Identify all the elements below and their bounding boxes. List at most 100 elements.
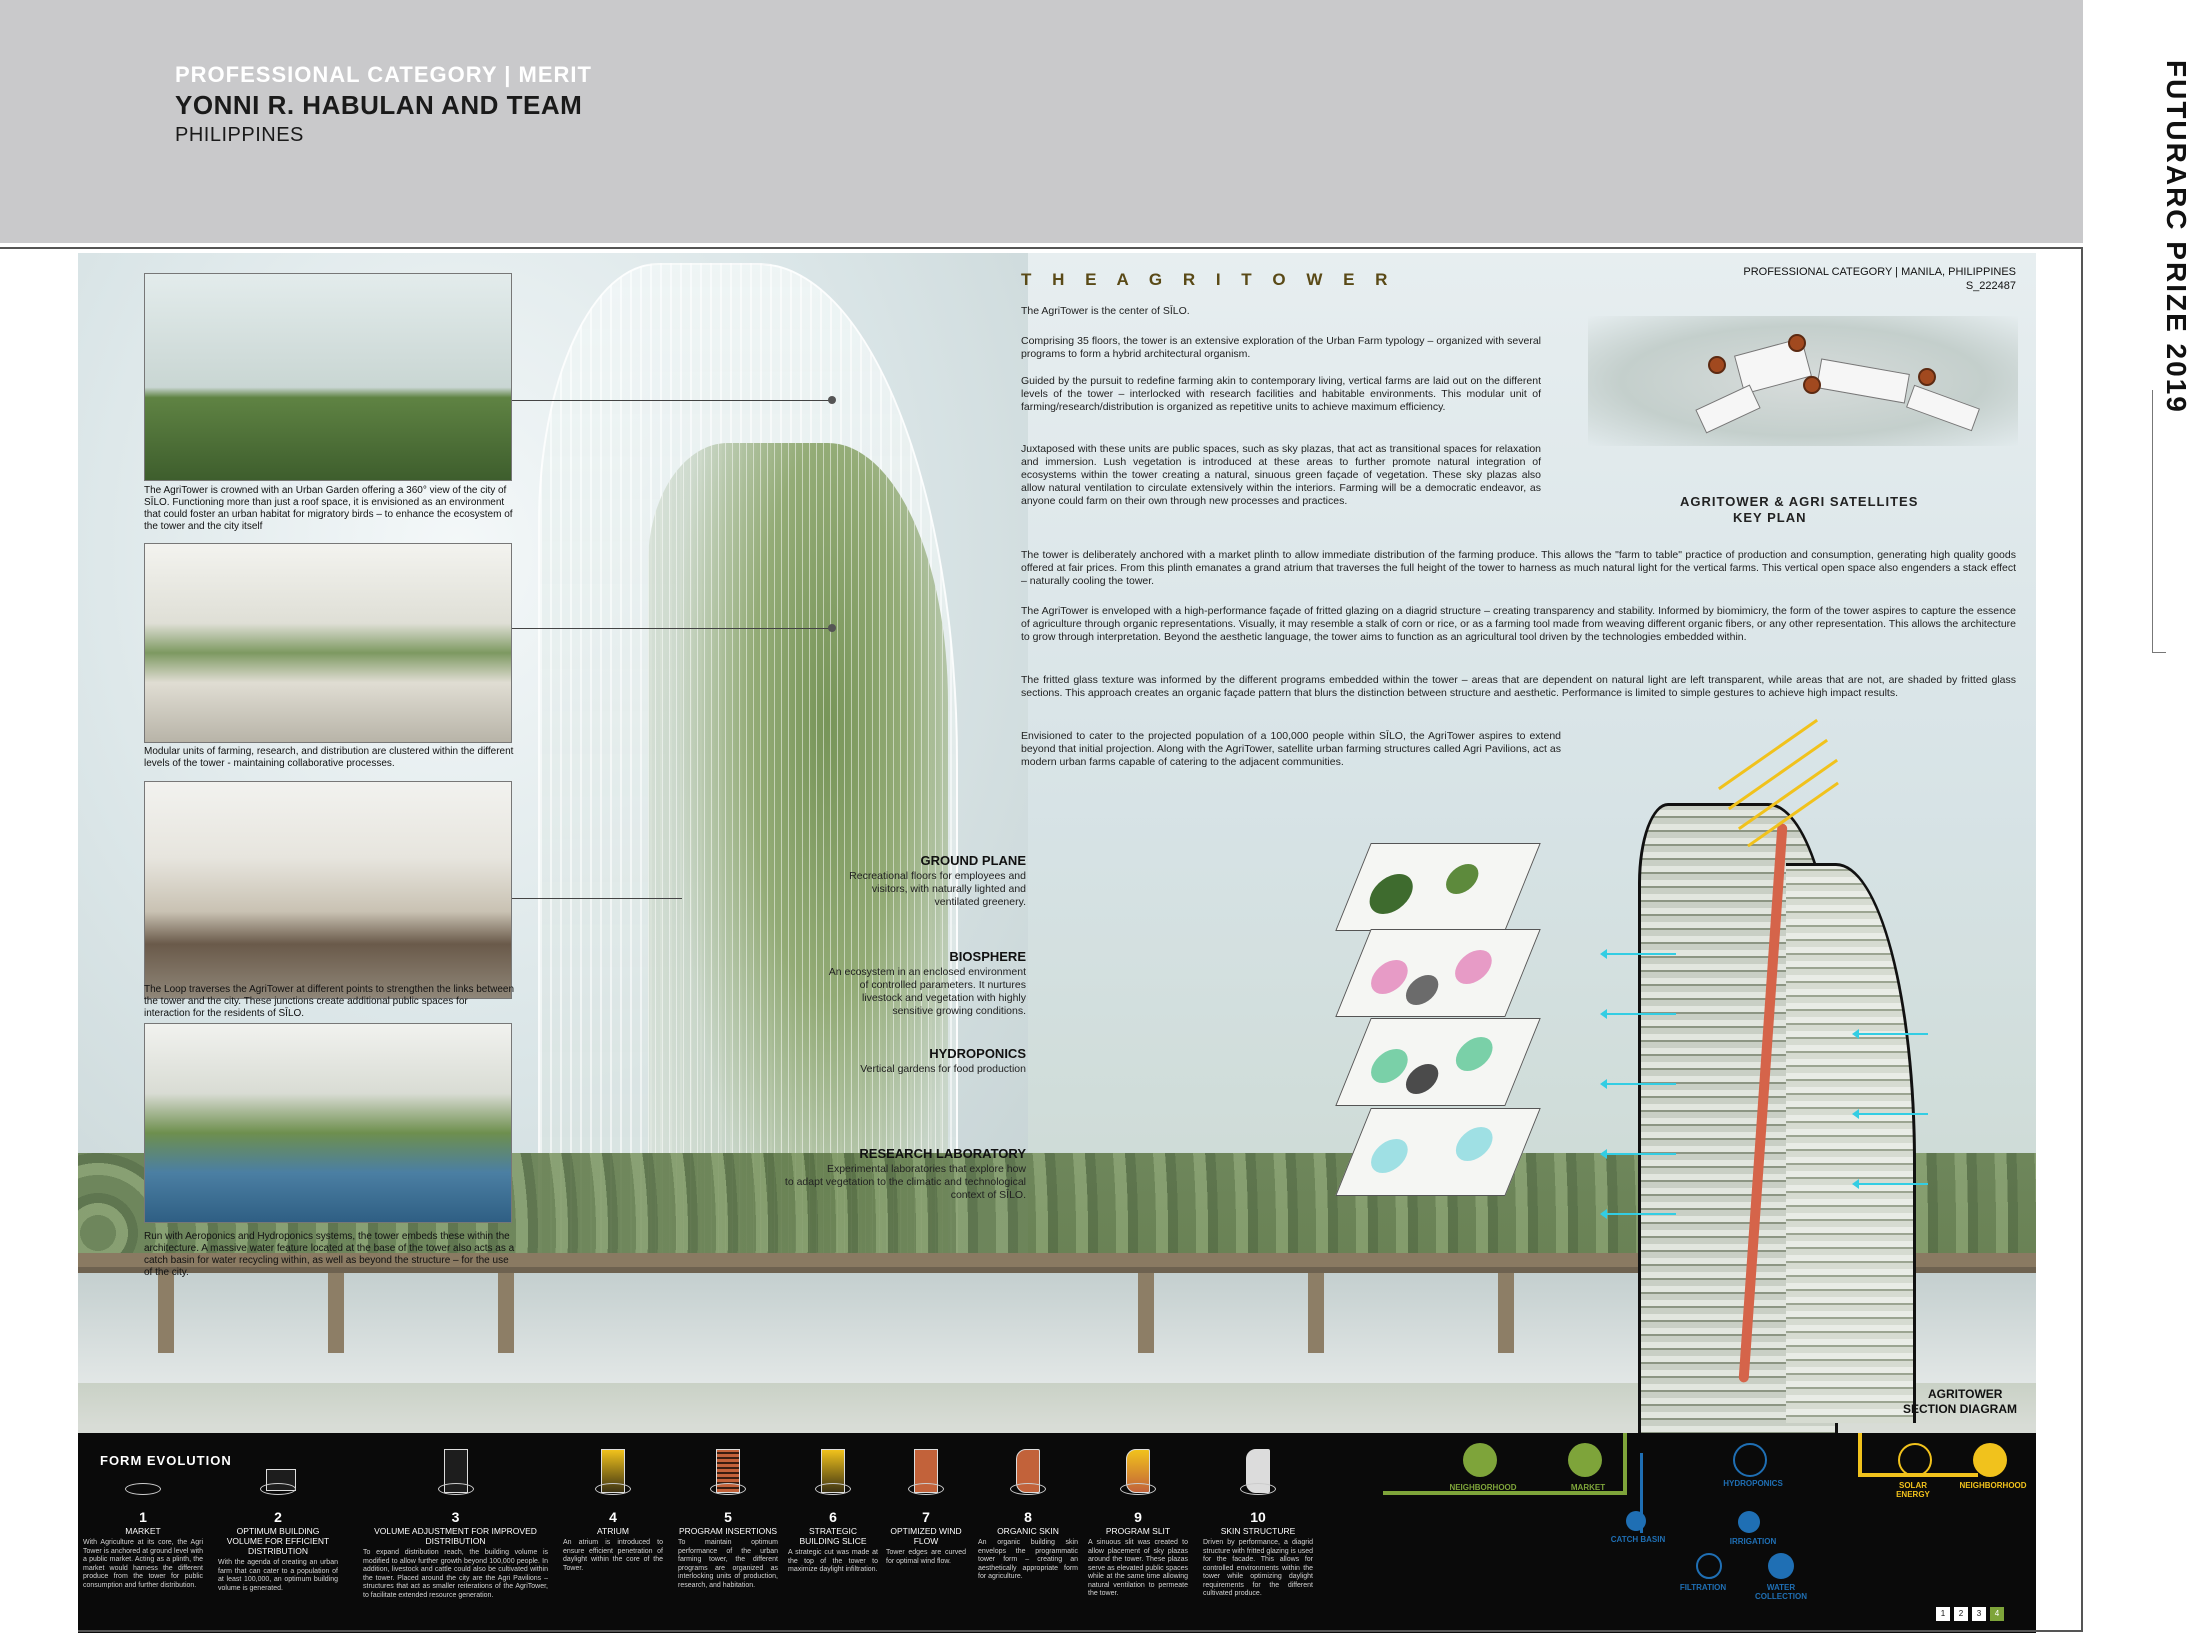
flow-blue-line: [1640, 1453, 1643, 1533]
photo-urban-garden: [144, 273, 512, 481]
paragraph: Comprising 35 floors, the tower is an ex…: [1021, 335, 1541, 360]
bridge-pillar: [1308, 1273, 1324, 1353]
wind-flow-arrow: [1600, 1009, 1676, 1019]
paragraph: Guided by the pursuit to redefine farmin…: [1021, 375, 1541, 413]
form-step: 7 OPTIMIZED WIND FLOW Tower edges are cu…: [886, 1443, 966, 1566]
section-label: AGRITOWER: [1928, 1387, 2003, 1401]
paragraph: The fritted glass texture was informed b…: [1021, 674, 2016, 699]
layer-diagram-research-lab: [1335, 1108, 1541, 1196]
form-step: 9 PROGRAM SLIT A sinuous slit was create…: [1088, 1443, 1188, 1599]
hydroponics-icon: [1733, 1443, 1767, 1477]
neighborhood-icon: [1973, 1443, 2007, 1477]
board-meta-category: PROFESSIONAL CATEGORY | MANILA, PHILIPPI…: [1743, 266, 2016, 278]
team-name: YONNI R. HABULAN AND TEAM: [175, 90, 583, 120]
flow-label: HYDROPONICS: [1723, 1479, 1783, 1488]
form-step: 8 ORGANIC SKIN An organic building skin …: [978, 1443, 1078, 1582]
form-step: 5 PROGRAM INSERTIONS To maintain optimum…: [678, 1443, 778, 1590]
form-step: 1 MARKET With Agriculture at its core, t…: [83, 1443, 203, 1590]
form-step-icon: [125, 1443, 161, 1499]
water-collection-icon: [1768, 1553, 1794, 1579]
header-band: [0, 0, 2083, 243]
wind-flow-arrow: [1852, 1029, 1928, 1039]
layer-diagram-biosphere: [1335, 929, 1541, 1017]
flow-label: WATER COLLECTION: [1755, 1583, 1807, 1601]
flow-label: MARKET: [1570, 1483, 1606, 1492]
market-icon: [1568, 1443, 1602, 1477]
form-step: 2 OPTIMUM BUILDING VOLUME FOR EFFICIENT …: [218, 1443, 338, 1593]
section-sublabel: SECTION DIAGRAM: [1903, 1402, 2017, 1416]
photo-the-loop: [144, 781, 512, 999]
key-plan-marker: [1918, 368, 1936, 386]
side-tick: [2152, 652, 2166, 653]
top-rule: [0, 247, 2083, 249]
layer-desc-research-lab: Experimental laboratories that explore h…: [784, 1163, 1026, 1201]
solar-energy-icon: [1898, 1443, 1932, 1477]
leader-line: [512, 898, 682, 899]
layer-title-hydroponics: HYDROPONICS: [929, 1046, 1026, 1061]
neighborhood-icon: [1463, 1443, 1497, 1477]
key-plan-building: [1906, 384, 1980, 432]
form-step-icon: [437, 1443, 474, 1499]
key-plan-sublabel: KEY PLAN: [1733, 510, 1807, 525]
award-text: MERIT: [518, 62, 592, 87]
flow-green-line: [1623, 1433, 1627, 1495]
photo-hydroponics: [144, 1023, 512, 1223]
irrigation-icon: [1738, 1511, 1760, 1533]
form-step-icon: [815, 1443, 851, 1499]
paragraph: Juxtaposed with these units are public s…: [1021, 443, 1541, 507]
form-step-icon: [1010, 1443, 1046, 1499]
key-plan-building: [1816, 358, 1910, 404]
loop-bridge-base: [78, 1267, 2036, 1273]
form-step-icon: [1120, 1443, 1156, 1499]
bridge-pillar: [1138, 1273, 1154, 1353]
catch-basin-icon: [1626, 1511, 1646, 1531]
caption-modular-units: Modular units of farming, research, and …: [144, 746, 514, 769]
page-indicator-1[interactable]: 1: [1936, 1607, 1950, 1621]
board-meta-id: S_222487: [1965, 280, 2016, 292]
layer-title-biosphere: BIOSPHERE: [949, 949, 1026, 964]
form-step-icon: [260, 1443, 296, 1499]
form-step: 6 STRATEGIC BUILDING SLICE A strategic c…: [788, 1443, 878, 1575]
wind-flow-arrow: [1600, 1079, 1676, 1089]
leader-line: [512, 628, 832, 629]
form-step-icon: [908, 1443, 944, 1499]
side-title: FUTURARC PRIZE 2019: [2161, 60, 2192, 414]
form-step-icon: [710, 1443, 746, 1499]
caption-hydroponics: Run with Aeroponics and Hydroponics syst…: [144, 1231, 515, 1278]
leader-dot: [828, 624, 836, 632]
section-tower-right: [1786, 863, 1916, 1423]
bridge-pillar: [1498, 1273, 1514, 1353]
layer-diagram-hydroponics: [1335, 1018, 1541, 1106]
form-evolution-strip: FORM EVOLUTION 1 MARKET With Agriculture…: [78, 1433, 2036, 1633]
layer-title-ground-plane: GROUND PLANE: [920, 853, 1026, 868]
photo-modular-units: [144, 543, 512, 743]
form-step: 4 ATRIUM An atrium is introduced to ensu…: [563, 1443, 663, 1573]
bottom-rule: [78, 1630, 2083, 1632]
loop-bridge: [78, 1253, 2036, 1267]
bridge-pillar: [328, 1273, 344, 1353]
page-indicator-2[interactable]: 2: [1954, 1607, 1968, 1621]
poster-board: The AgriTower is crowned with an Urban G…: [78, 253, 2036, 1633]
caption-the-loop: The Loop traverses the AgriTower at diff…: [144, 984, 515, 1019]
bridge-pillar: [498, 1273, 514, 1353]
wind-flow-arrow: [1600, 1209, 1676, 1219]
key-plan-marker: [1708, 356, 1726, 374]
filtration-icon: [1696, 1553, 1722, 1579]
paragraph: The tower is deliberately anchored with …: [1021, 549, 2016, 587]
flow-label: IRRIGATION: [1729, 1537, 1777, 1546]
flow-label: FILTRATION: [1679, 1583, 1727, 1592]
page-indicator-3[interactable]: 3: [1972, 1607, 1986, 1621]
form-step-icon: [595, 1443, 631, 1499]
right-rule: [2081, 247, 2083, 1632]
wind-flow-arrow: [1600, 949, 1676, 959]
bridge-pillar: [158, 1273, 174, 1353]
paragraph: Envisioned to cater to the projected pop…: [1021, 730, 1561, 768]
key-plan-marker: [1788, 334, 1806, 352]
wind-flow-arrow: [1852, 1179, 1928, 1189]
layer-diagram-ground-plane: [1335, 843, 1541, 931]
page-indicator-4[interactable]: 4: [1990, 1607, 2004, 1621]
flow-label: NEIGHBORHOOD: [1959, 1481, 2027, 1490]
layer-desc-hydroponics: Vertical gardens for food production: [860, 1063, 1026, 1075]
key-plan-label: AGRITOWER & AGRI SATELLITES: [1680, 494, 1919, 509]
